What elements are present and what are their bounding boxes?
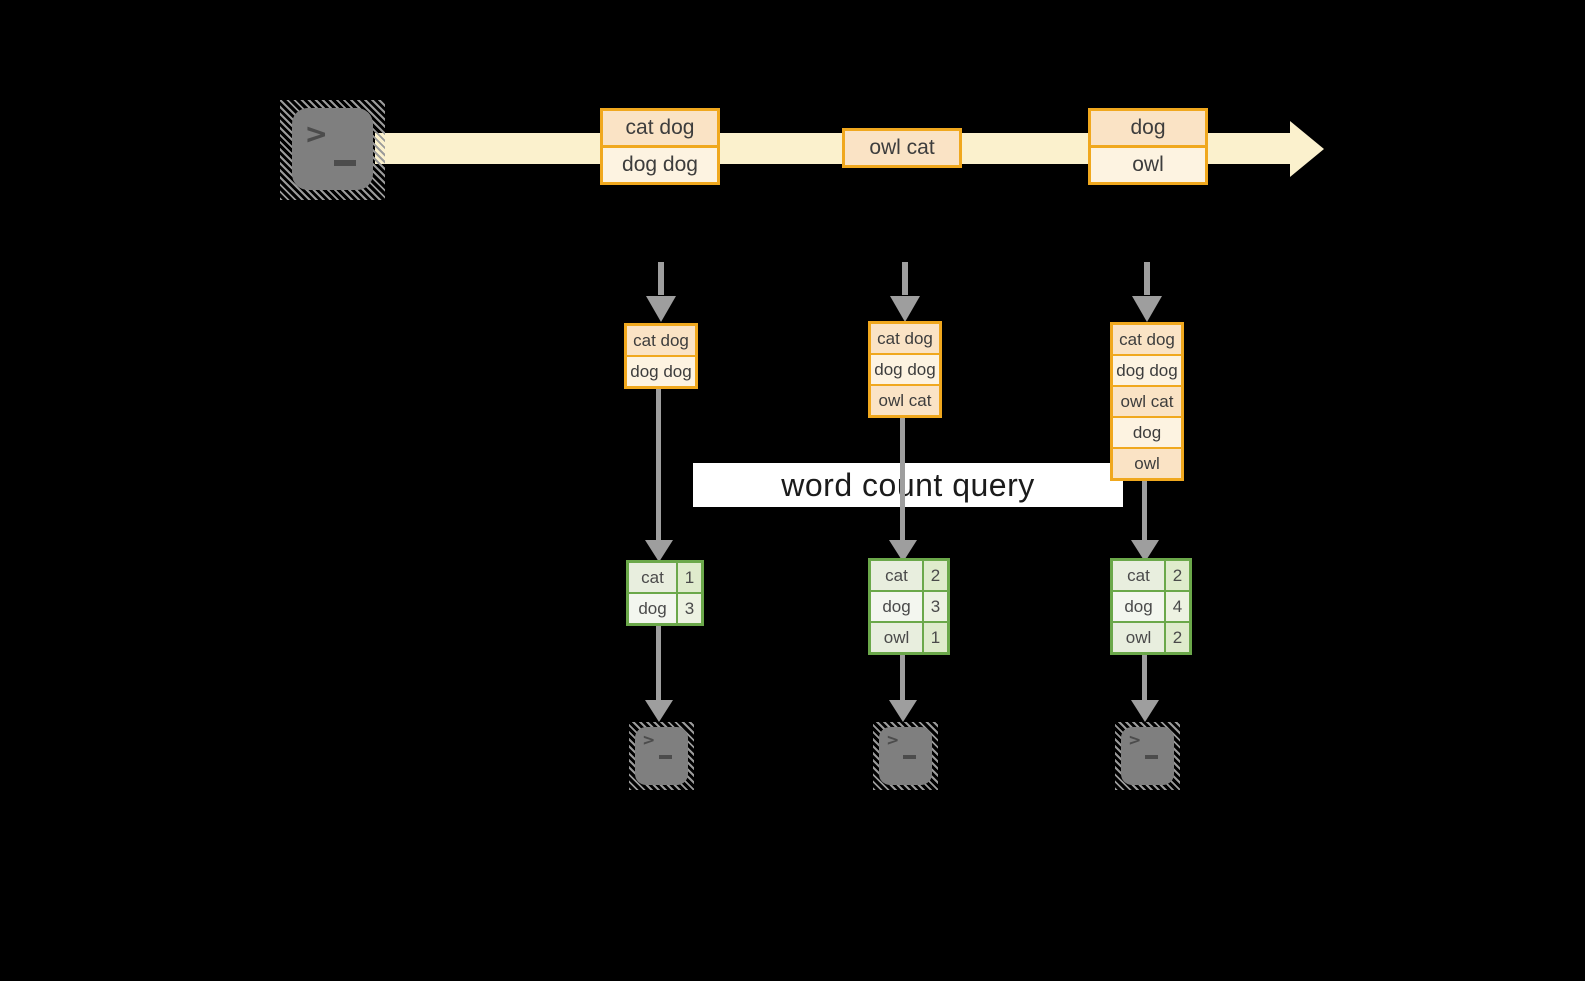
result-word: cat	[871, 561, 922, 590]
result-row: cat 1	[629, 563, 701, 592]
event-box-t2: owl cat	[842, 128, 962, 168]
word-count-query-band: word count query	[693, 463, 1123, 507]
query-arrow-line	[1142, 481, 1147, 542]
input-cell: cat dog	[1113, 325, 1181, 354]
output-arrow-line	[900, 655, 905, 702]
result-row: cat 2	[1113, 561, 1189, 590]
input-cell: dog dog	[871, 355, 939, 384]
result-table-t3: cat 2 dog 4 owl 2	[1110, 558, 1192, 655]
result-count: 2	[1166, 623, 1189, 652]
input-table-t1: cat dog dog dog	[624, 323, 698, 389]
terminal-body: >	[292, 108, 373, 190]
terminal-prompt-glyph: >	[643, 730, 655, 750]
output-terminal-icon-t3: >	[1115, 722, 1180, 790]
input-cell: owl cat	[1113, 387, 1181, 416]
result-count: 3	[924, 592, 947, 621]
result-word: cat	[1113, 561, 1164, 590]
result-count: 2	[1166, 561, 1189, 590]
output-arrowhead-icon	[1131, 700, 1159, 722]
event-box-t3: dog owl	[1088, 108, 1208, 185]
event-cell: dog dog	[603, 148, 717, 182]
word-count-query-label: word count query	[781, 466, 1035, 503]
result-row: dog 3	[871, 592, 947, 621]
terminal-cursor	[659, 755, 672, 759]
output-terminal-icon-t2: >	[873, 722, 938, 790]
input-cell: dog dog	[627, 357, 695, 386]
query-arrowhead-icon	[645, 540, 673, 562]
result-count: 1	[924, 623, 947, 652]
dashed-arrowhead-icon	[1132, 296, 1162, 322]
dashed-arrow-line	[658, 262, 664, 295]
result-word: dog	[1113, 592, 1164, 621]
result-row: cat 2	[871, 561, 947, 590]
input-cell: cat dog	[627, 326, 695, 355]
output-arrow-line	[1142, 655, 1147, 702]
result-word: dog	[629, 594, 676, 623]
query-arrow-line	[656, 389, 661, 542]
event-box-t1: cat dog dog dog	[600, 108, 720, 185]
input-cell: owl	[1113, 449, 1181, 478]
terminal-prompt-glyph: >	[1129, 730, 1141, 750]
event-cell: owl cat	[845, 131, 959, 165]
terminal-prompt-glyph: >	[306, 116, 327, 152]
dashed-arrow-line	[1144, 262, 1150, 295]
terminal-body: >	[1121, 727, 1174, 785]
query-arrow-line	[900, 418, 905, 542]
terminal-body: >	[635, 727, 688, 785]
source-terminal-icon: >	[280, 100, 385, 200]
result-table-t2: cat 2 dog 3 owl 1	[868, 558, 950, 655]
timeline-arrowhead-icon	[1290, 121, 1324, 177]
result-count: 4	[1166, 592, 1189, 621]
output-arrowhead-icon	[645, 700, 673, 722]
result-count: 1	[678, 563, 701, 592]
result-row: owl 2	[1113, 623, 1189, 652]
result-row: dog 3	[629, 594, 701, 623]
query-arrowhead-icon	[1131, 540, 1159, 562]
dashed-arrowhead-icon	[890, 296, 920, 322]
dashed-arrowhead-icon	[646, 296, 676, 322]
input-cell: cat dog	[871, 324, 939, 353]
input-cell: dog dog	[1113, 356, 1181, 385]
input-cell: owl cat	[871, 386, 939, 415]
result-row: dog 4	[1113, 592, 1189, 621]
event-cell: cat dog	[603, 111, 717, 145]
result-word: dog	[871, 592, 922, 621]
query-arrowhead-icon	[889, 540, 917, 562]
result-count: 2	[924, 561, 947, 590]
input-table-t2: cat dog dog dog owl cat	[868, 321, 942, 418]
output-arrow-line	[656, 626, 661, 702]
result-word: owl	[871, 623, 922, 652]
terminal-cursor	[1145, 755, 1158, 759]
terminal-prompt-glyph: >	[887, 730, 899, 750]
terminal-cursor	[903, 755, 916, 759]
input-cell: dog	[1113, 418, 1181, 447]
output-terminal-icon-t1: >	[629, 722, 694, 790]
result-word: cat	[629, 563, 676, 592]
output-arrowhead-icon	[889, 700, 917, 722]
input-table-t3: cat dog dog dog owl cat dog owl	[1110, 322, 1184, 481]
result-word: owl	[1113, 623, 1164, 652]
terminal-body: >	[879, 727, 932, 785]
result-row: owl 1	[871, 623, 947, 652]
event-cell: owl	[1091, 148, 1205, 182]
terminal-cursor	[334, 160, 356, 166]
result-table-t1: cat 1 dog 3	[626, 560, 704, 626]
event-cell: dog	[1091, 111, 1205, 145]
dashed-arrow-line	[902, 262, 908, 295]
result-count: 3	[678, 594, 701, 623]
